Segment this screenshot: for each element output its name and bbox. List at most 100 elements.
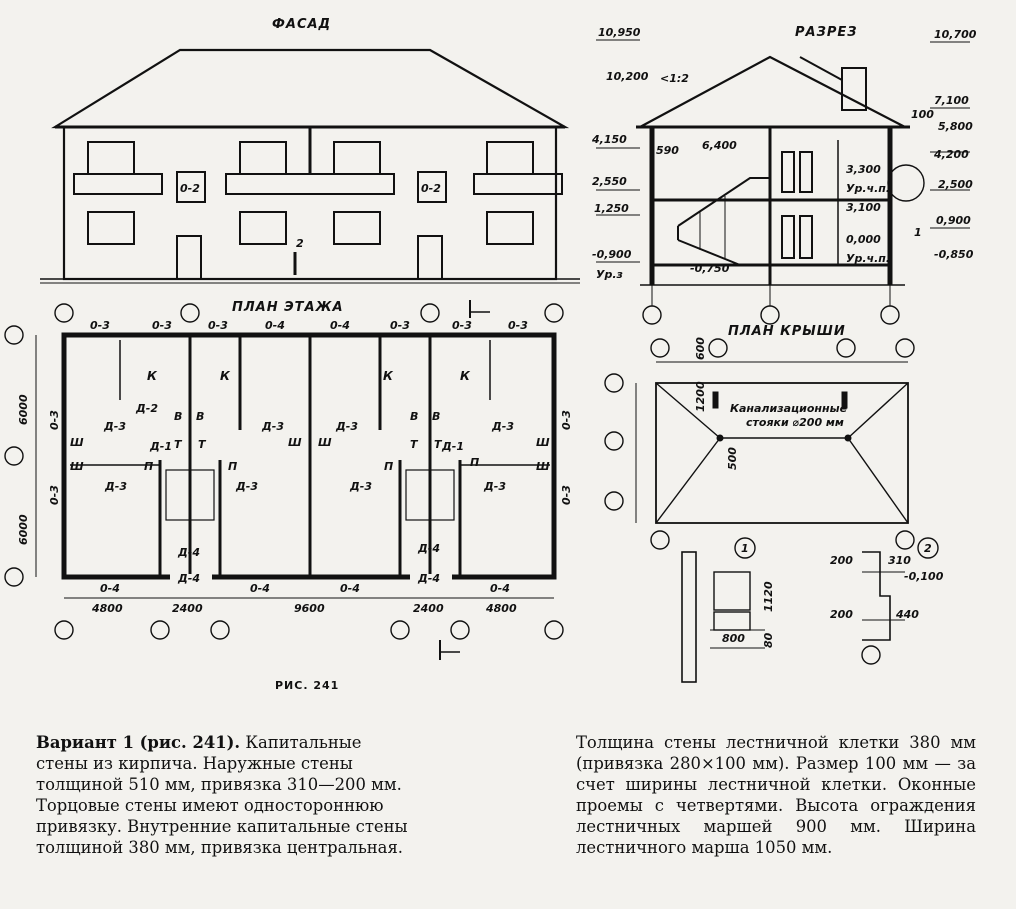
floor-plan-dim-left-lower: 6000 bbox=[17, 514, 30, 545]
floor-plan-closet-5: Ш bbox=[536, 436, 550, 449]
floor-plan-closet-1: Ш bbox=[70, 436, 84, 449]
floor-plan-side-window-3: 0-3 bbox=[560, 410, 573, 430]
floor-plan-dim-left-bay: 4800 bbox=[91, 602, 123, 615]
floor-plan-window-8: 0-3 bbox=[508, 319, 528, 332]
floor-plan-pantry-2: П bbox=[228, 460, 237, 473]
section-dim-0750: -0,750 bbox=[690, 262, 730, 275]
floor-plan-kitchen-2: К bbox=[220, 369, 231, 383]
floor-plan-bottom-window-1: 0-4 bbox=[100, 582, 120, 595]
roof-plan-dim-1200: 1200 bbox=[694, 381, 707, 412]
section-level-mark-r7: -0,850 bbox=[934, 248, 974, 261]
roof-plan-note-line2: стояки ⌀200 мм bbox=[746, 416, 844, 429]
section-roof-slope: <1:2 bbox=[660, 72, 689, 85]
floor-plan-view bbox=[4, 300, 564, 660]
floor-plan-closet-4: Ш bbox=[318, 436, 332, 449]
detail-node-2-level: -0,100 bbox=[904, 570, 944, 583]
section-floor2-level: 3,300 bbox=[846, 163, 881, 176]
floor-plan-door-label-9: Д-3 bbox=[483, 480, 506, 493]
floor-plan-door-label-11: Д-4 bbox=[177, 572, 200, 585]
section-level-mark-r3: 5,800 bbox=[938, 120, 973, 133]
figure-number: РИС. 241 bbox=[275, 679, 340, 692]
floor-plan-bottom-window-4: 0-4 bbox=[490, 582, 510, 595]
section-title: РАЗРЕЗ bbox=[795, 25, 857, 40]
floor-plan-wc-4: Т bbox=[434, 438, 443, 451]
floor-plan-bath-1: В bbox=[174, 410, 182, 423]
floor-plan-door-label-5: Д-3 bbox=[491, 420, 514, 433]
section-floor2-slab: 3,100 bbox=[846, 201, 881, 214]
floor-plan-side-window-2: 0-3 bbox=[48, 485, 61, 505]
floor-plan-dim-stair-left: 2400 bbox=[172, 602, 203, 615]
floor-plan-door-label-3: Д-3 bbox=[261, 420, 284, 433]
detail-node-2-dim-200-bottom: 200 bbox=[830, 608, 853, 621]
facade-title: ФАСАД bbox=[272, 17, 331, 32]
facade-section-mark: 2 bbox=[296, 237, 304, 250]
floor-plan-door-label-7: Д-3 bbox=[235, 480, 258, 493]
facade-door-label-right: 0-2 bbox=[421, 182, 441, 195]
section-level-mark-top-left: 10,950 bbox=[598, 26, 641, 39]
floor-plan-dim-middle: 9600 bbox=[294, 602, 325, 615]
section-level-mark-ridge: 10,200 bbox=[606, 70, 649, 83]
caption-left-text: Капитальные стены из кирпича. Наружные с… bbox=[36, 733, 408, 857]
caption-right: Толщина стены лестничной клетки 380 мм (… bbox=[576, 732, 976, 858]
floor-plan-bath-2: В bbox=[196, 410, 204, 423]
floor-plan-wc-1: Т bbox=[174, 438, 183, 451]
floor-plan-wc-3: Т bbox=[410, 438, 419, 451]
section-level-mark-window-bottom: 1,250 bbox=[594, 202, 629, 215]
facade-door-label-left: 0-2 bbox=[180, 182, 200, 195]
floor-plan-bottom-window-2: 0-4 bbox=[250, 582, 270, 595]
section-floor2-label: Ур.ч.п. bbox=[846, 182, 890, 195]
detail-node-2-dim-440: 440 bbox=[895, 608, 919, 621]
floor-plan-window-6: 0-3 bbox=[390, 319, 410, 332]
floor-plan-title: ПЛАН ЭТАЖА bbox=[232, 300, 344, 315]
floor-plan-door-label-12: Д-4 bbox=[417, 542, 440, 555]
section-view bbox=[596, 39, 970, 325]
floor-plan-window-3: 0-3 bbox=[208, 319, 228, 332]
floor-plan-window-7: 0-3 bbox=[452, 319, 472, 332]
roof-plan-note-line1: Канализационные bbox=[730, 402, 848, 415]
section-level-mark-r6: 0,900 bbox=[936, 214, 971, 227]
floor-plan-door-label-2: Д-2 bbox=[135, 402, 158, 415]
floor-plan-closet-6: Ш bbox=[536, 460, 550, 473]
floor-plan-pantry-4: П bbox=[470, 456, 479, 469]
floor-plan-dim-stair-right: 2400 bbox=[413, 602, 444, 615]
section-level-mark-top-right: 10,700 bbox=[934, 28, 977, 41]
roof-plan-dim-600: 600 bbox=[694, 337, 707, 360]
section-floor1-level: 0,000 bbox=[846, 233, 881, 246]
section-ground-level-label: Ур.з bbox=[596, 268, 623, 281]
floor-plan-door-label-13: Д-4 bbox=[417, 572, 440, 585]
floor-plan-door-label-8: Д-3 bbox=[349, 480, 372, 493]
section-dim-6400: 6,400 bbox=[702, 139, 737, 152]
floor-plan-closet-2: Ш bbox=[70, 460, 84, 473]
section-level-mark-eave: 4,150 bbox=[591, 133, 627, 146]
section-dim-590: 590 bbox=[656, 144, 679, 157]
section-dim-100: 100 bbox=[911, 108, 934, 121]
section-level-mark-ground: -0,900 bbox=[592, 248, 632, 261]
floor-plan-pantry-1: П bbox=[144, 460, 153, 473]
section-floor1-label: Ур.ч.п. bbox=[846, 252, 890, 265]
floor-plan-side-window-1: 0-3 bbox=[48, 410, 61, 430]
floor-plan-bath-4: В bbox=[432, 410, 440, 423]
floor-plan-window-1: 0-3 bbox=[90, 319, 110, 332]
floor-plan-door-label-6: Д-3 bbox=[104, 480, 127, 493]
detail-node-2-dim-200-top: 200 bbox=[830, 554, 853, 567]
floor-plan-window-2: 0-3 bbox=[152, 319, 172, 332]
detail-node-2-number: 2 bbox=[924, 542, 932, 555]
detail-node-1-number: 1 bbox=[741, 542, 749, 555]
floor-plan-closet-3: Ш bbox=[288, 436, 302, 449]
roof-plan-title: ПЛАН КРЫШИ bbox=[728, 324, 846, 339]
floor-plan-pantry-3: П bbox=[384, 460, 393, 473]
floor-plan-dim-right-bay: 4800 bbox=[485, 602, 517, 615]
detail-node-1-dim-80: 80 bbox=[762, 632, 775, 648]
detail-node-1-dim-800: 800 bbox=[722, 632, 745, 645]
floor-plan-door-label-4: Д-3 bbox=[335, 420, 358, 433]
floor-plan-kitchen-4: К bbox=[460, 369, 471, 383]
section-node-ref: 1 bbox=[914, 226, 922, 239]
floor-plan-dim-left-upper: 6000 bbox=[17, 394, 30, 425]
roof-plan-view bbox=[604, 338, 915, 550]
detail-node-1-dim-1120: 1120 bbox=[762, 581, 775, 612]
floor-plan-door-label-1: Д-3 bbox=[103, 420, 126, 433]
caption-left: Вариант 1 (рис. 241). Капитальные стены … bbox=[36, 732, 416, 858]
floor-plan-door-label-10: Д-4 bbox=[177, 546, 200, 559]
floor-plan-kitchen-3: К bbox=[383, 369, 394, 383]
